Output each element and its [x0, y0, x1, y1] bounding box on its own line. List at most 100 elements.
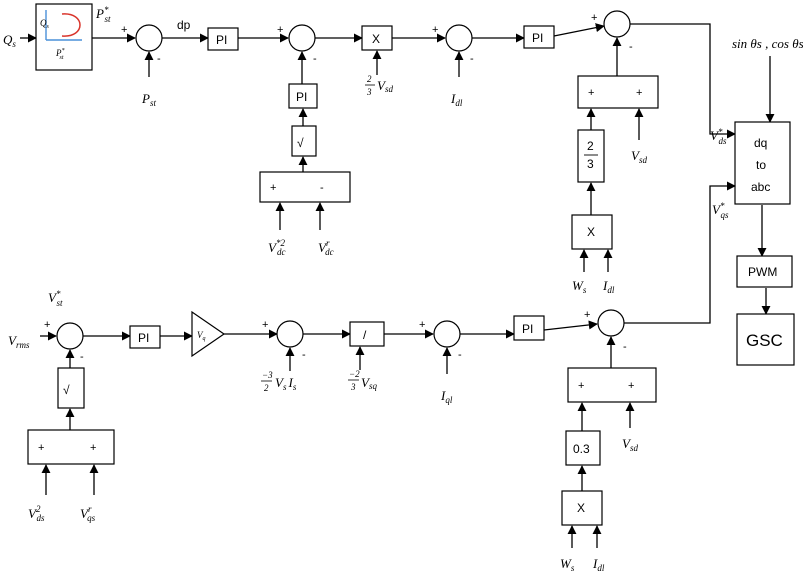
gain-0-3-label: 0.3	[573, 442, 590, 456]
sin-cos-label: sin θs , cos θs	[732, 36, 803, 51]
idl-label-1: Idl	[450, 91, 463, 108]
sum-junction-4	[603, 10, 631, 38]
sum2-plus: +	[277, 24, 283, 36]
to-label: to	[756, 158, 766, 172]
vq-gain-label: Vq	[197, 330, 206, 342]
add3-plus-r: +	[628, 380, 634, 392]
vsd-label-1: Vsd	[631, 148, 647, 165]
pi-block-5	[513, 315, 545, 341]
pi-1-label: PI	[216, 33, 227, 47]
sum6-plus: +	[262, 319, 268, 331]
diff-vdc-plus: +	[270, 182, 276, 194]
mult-2-label: X	[587, 225, 595, 239]
sum-junction-5	[56, 322, 84, 350]
vds-star-label: V*ds	[710, 127, 727, 146]
ws-label-1: Ws	[572, 278, 587, 295]
pst-star-label: P*st	[95, 5, 111, 24]
vsd-x1-label: Vsd	[377, 78, 393, 94]
sum2-minus: -	[313, 53, 317, 65]
wire-pi5-out	[543, 320, 598, 331]
sum-junction-2	[288, 24, 316, 52]
sum8-minus: -	[623, 341, 627, 353]
gain-2-3-den: 3	[366, 87, 372, 97]
add2-plus-l: +	[38, 442, 44, 454]
divide-label: /	[363, 328, 367, 342]
sqrt-block-1	[291, 125, 317, 157]
idl-label-3: Idl	[592, 556, 605, 573]
mult-3-label: X	[577, 501, 585, 515]
sum-junction-7	[433, 320, 461, 348]
sum3-plus: +	[432, 24, 438, 36]
mult-block-1	[361, 25, 393, 51]
pi-5-label: PI	[522, 322, 533, 336]
sum-junction-3	[445, 24, 473, 52]
add-block-2	[27, 429, 115, 465]
pi-block-3	[523, 25, 555, 49]
sum5-plus: +	[44, 319, 50, 331]
abc-label: abc	[751, 180, 770, 194]
gsc-label: GSC	[746, 331, 783, 350]
sqrt-2-label: √	[63, 383, 70, 397]
gain-m2-3-den: 3	[350, 382, 356, 392]
add1-plus-r: +	[636, 87, 642, 99]
sqrt-1-label: √	[297, 136, 304, 150]
idl-label-2: Idl	[602, 278, 615, 295]
sum1-minus: -	[157, 53, 161, 65]
add2-plus-r: +	[90, 442, 96, 454]
sum5-minus: -	[80, 351, 84, 363]
sum-junction-8	[597, 309, 625, 337]
gain-block-2-3	[577, 129, 605, 183]
iql-label: Iql	[440, 388, 453, 405]
gain-block-0-3	[565, 430, 601, 466]
mult-1-label: X	[372, 32, 380, 46]
vqs-star-label: V*qs	[712, 201, 729, 220]
vrms-label: Vrms	[8, 333, 30, 350]
pst-label: Pst	[141, 91, 156, 108]
sum8-plus: +	[584, 309, 590, 321]
mult-block-2	[571, 214, 613, 250]
pi-2-label: PI	[296, 90, 307, 104]
lookup-q-label: Qs	[40, 18, 50, 30]
vst-star-label: V*st	[48, 289, 63, 308]
wire-vds-star	[630, 23, 736, 139]
vsd-label-2: Vsd	[622, 436, 638, 453]
lookup-p-label: P*st	[55, 48, 65, 61]
gain-block-num: 2	[587, 139, 594, 153]
sum-junction-6	[276, 320, 304, 348]
sum1-plus: +	[121, 24, 127, 36]
qs-input-label: Qs	[3, 32, 16, 49]
sqrt-block-2	[57, 367, 85, 409]
mult-block-3	[561, 490, 603, 526]
lookup-curve	[61, 13, 81, 37]
add-block-1	[577, 75, 659, 109]
add1-plus-l: +	[588, 87, 594, 99]
divide-block	[349, 321, 385, 347]
pi-block-2	[288, 83, 318, 109]
dp-label: dp	[177, 18, 191, 32]
sum4-plus: +	[591, 12, 597, 24]
diff-block-vdc	[259, 171, 351, 203]
pi-block-4	[129, 325, 161, 349]
vsq-label: Vsq	[361, 375, 377, 391]
gain-m3-2-den: 2	[264, 383, 269, 393]
sum7-plus: +	[419, 319, 425, 331]
pwm-label: PWM	[748, 265, 777, 279]
gain-block-den: 3	[587, 157, 594, 171]
diff-vdc-minus: -	[320, 182, 324, 194]
gain-m2-3-num: −2	[349, 369, 360, 379]
gain-m3-2-num: −3	[262, 370, 273, 380]
gain-2-3-num: 2	[367, 74, 372, 84]
gain-triangle-vq	[191, 310, 226, 358]
pi-4-label: PI	[138, 331, 149, 345]
sum3-minus: -	[470, 53, 474, 65]
pi-block-1	[207, 27, 239, 51]
add-block-3	[567, 367, 657, 403]
add3-plus-l: +	[578, 380, 584, 392]
dq-to-abc-block	[734, 121, 791, 205]
